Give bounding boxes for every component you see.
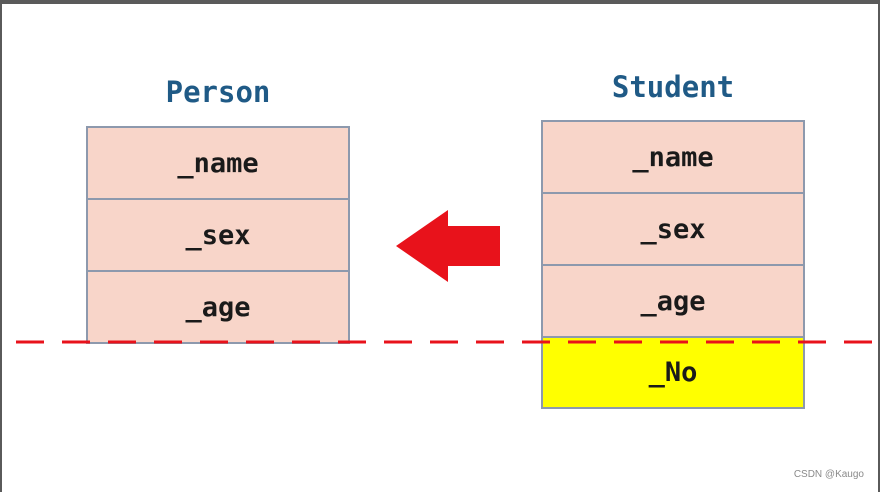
slice-boundary-dashed-line bbox=[16, 340, 880, 344]
watermark: CSDN @Kaugo bbox=[793, 469, 864, 480]
student-class-box: _name _sex _age _No bbox=[541, 120, 805, 409]
window-right-edge bbox=[878, 0, 880, 492]
student-field-sex: _sex bbox=[541, 192, 805, 266]
window-left-edge bbox=[0, 0, 2, 492]
student-field-age: _age bbox=[541, 264, 805, 338]
student-class-title: Student bbox=[611, 70, 735, 104]
person-field-sex: _sex bbox=[86, 198, 350, 272]
student-field-name: _name bbox=[541, 120, 805, 194]
person-class-title: Person bbox=[165, 75, 271, 109]
student-field-no: _No bbox=[541, 336, 805, 409]
window-top-edge bbox=[0, 0, 880, 4]
inheritance-arrow-icon bbox=[396, 210, 500, 282]
person-field-name: _name bbox=[86, 126, 350, 200]
person-field-age: _age bbox=[86, 270, 350, 344]
person-class-box: _name _sex _age bbox=[86, 126, 350, 344]
